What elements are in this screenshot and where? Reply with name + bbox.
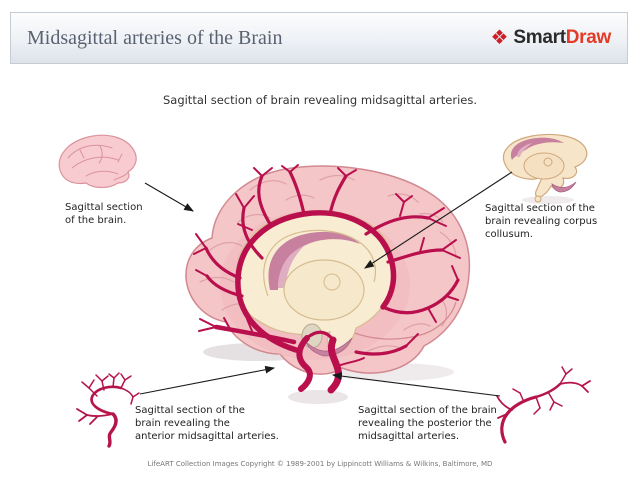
- arrow-small-brain: [144, 182, 194, 212]
- caption-line: anterior midsagittal arteries.: [135, 431, 279, 443]
- figure-subtitle: Sagittal section of brain revealing mids…: [162, 93, 478, 107]
- smartdraw-logo: ❖ SmartDraw: [490, 27, 611, 49]
- caption-line: Sagittal section of the brain: [358, 405, 497, 416]
- caption-anterior-arteries: Sagittal section of the brain revealing …: [135, 404, 279, 444]
- logo-text-smart: Smart: [513, 27, 566, 48]
- cerebellum-line: [351, 301, 457, 340]
- main-brain-illustration: [185, 164, 471, 394]
- page-title: Midsagittal arteries of the Brain: [27, 26, 283, 49]
- caption-line: revealing the posterior the: [358, 418, 492, 430]
- corpus-callosum-region: [235, 210, 395, 357]
- caption-line: Sagittal section of the: [135, 405, 245, 416]
- posterior-arteries-illustration: [496, 366, 591, 444]
- logo-text: SmartDraw: [513, 27, 611, 49]
- midsagittal-arteries: [193, 164, 461, 394]
- logo-text-draw: Draw: [565, 27, 612, 48]
- header-bar: Midsagittal arteries of the Brain ❖ Smar…: [10, 12, 628, 64]
- pointer-arrows: [139, 171, 513, 397]
- caption-line: brain revealing the: [135, 418, 230, 430]
- small-brain-illustration: [58, 134, 137, 189]
- caption-line: Sagittal section: [65, 202, 143, 213]
- anterior-arteries-illustration: [76, 372, 140, 448]
- caption-line: collusum.: [485, 229, 533, 241]
- corpus-callosum-illustration: [502, 133, 588, 203]
- copyright-notice: LifeART Collection Images Copyright © 19…: [147, 460, 493, 468]
- arrow-posterior: [331, 372, 501, 397]
- arrow-corpus-callosum: [364, 171, 513, 269]
- caption-posterior-arteries: Sagittal section of the brain revealing …: [358, 404, 497, 444]
- caption-line: of the brain.: [65, 215, 127, 227]
- caption-line: Sagittal section of the: [485, 203, 595, 214]
- caption-line: brain revealing corpus: [485, 216, 598, 228]
- caption-corpus-callosum: Sagittal section of the brain revealing …: [485, 202, 597, 242]
- arrow-anterior: [139, 365, 276, 395]
- caption-small-brain: Sagittal section of the brain.: [65, 201, 143, 227]
- four-diamonds-icon: ❖: [490, 25, 509, 49]
- caption-line: midsagittal arteries.: [358, 431, 460, 443]
